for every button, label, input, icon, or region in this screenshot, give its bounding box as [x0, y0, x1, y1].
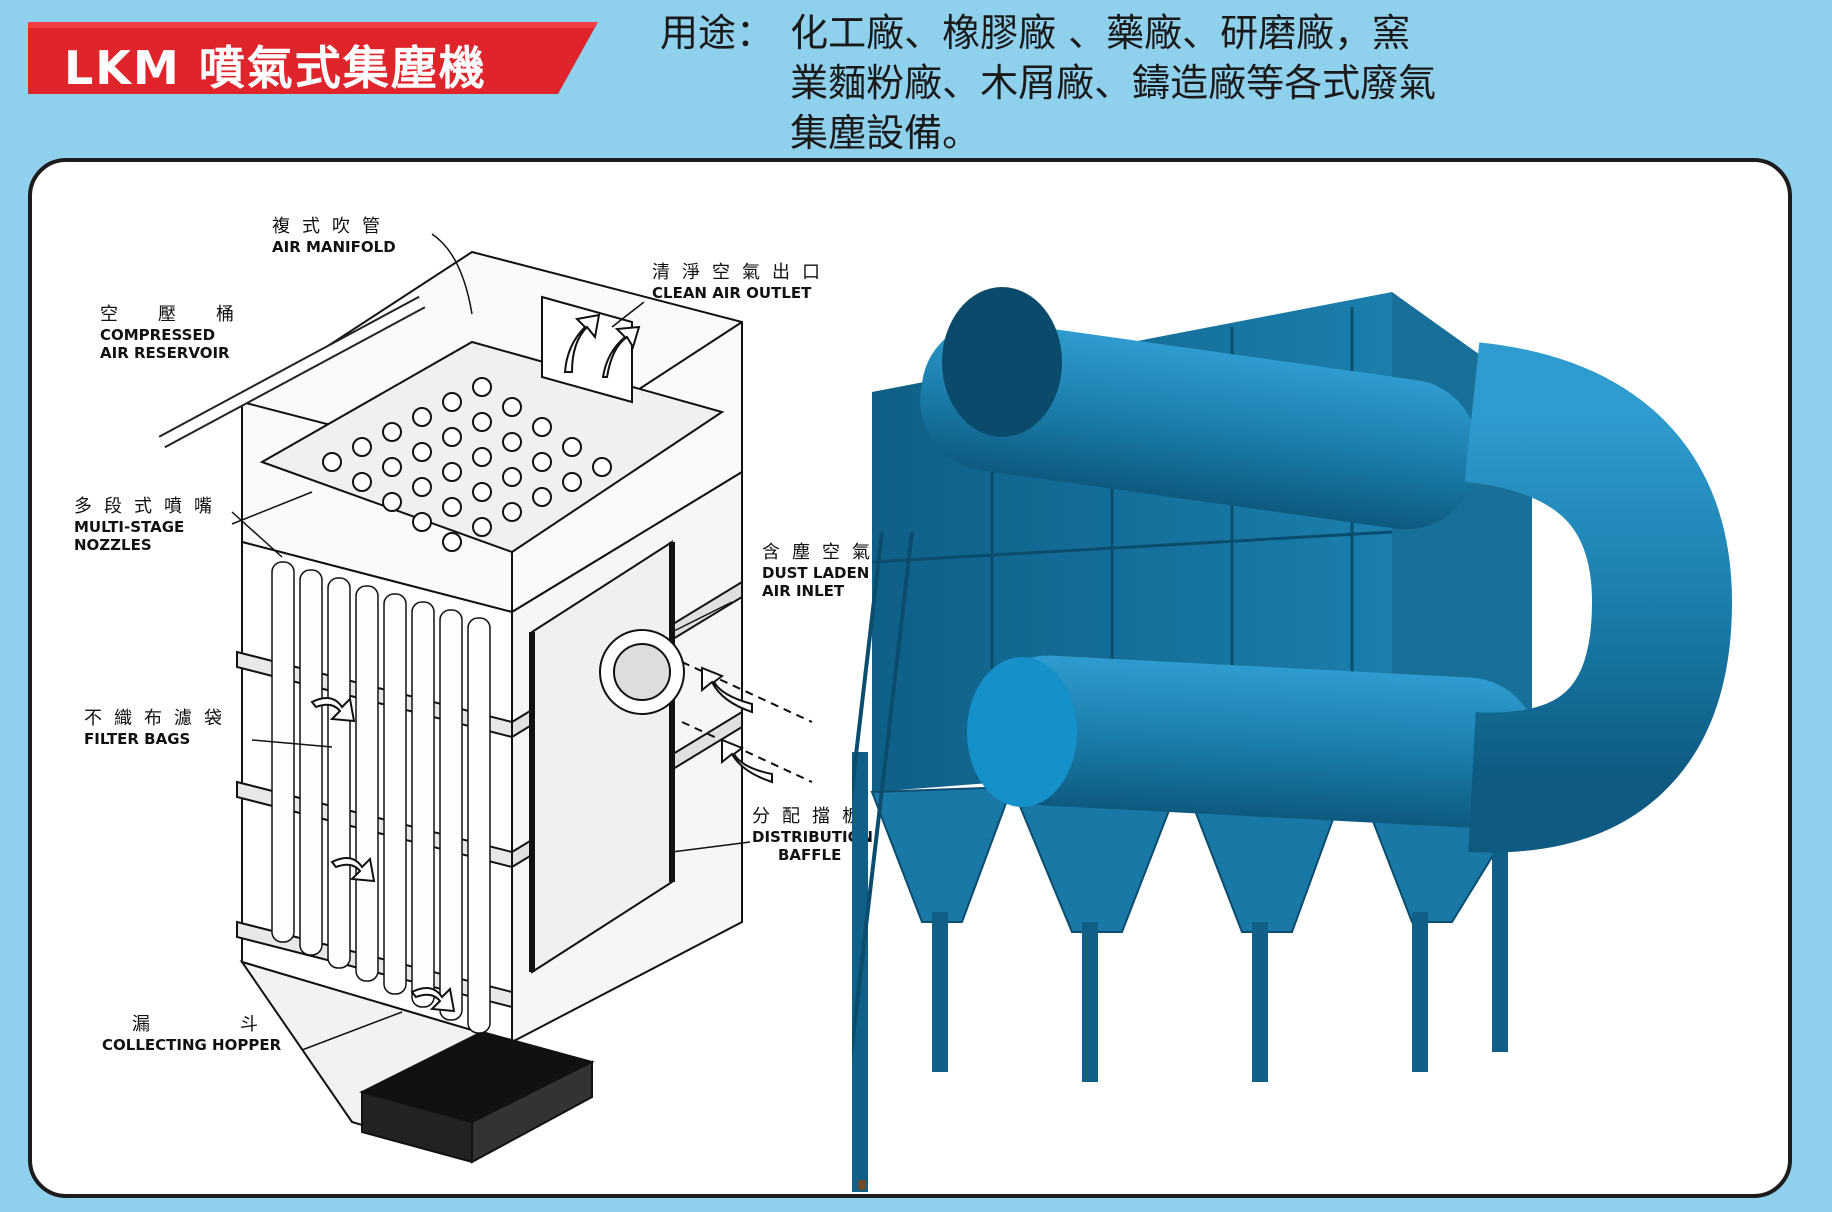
usage-line-2: 業麵粉廠、木屑廠、鑄造廠等各式廢氣 [790, 61, 1437, 105]
usage-line-1: 化工廠、橡膠廠 、藥廠、研磨廠，窯 [790, 11, 1411, 55]
title-banner: LKM 噴氣式集塵機 [28, 22, 598, 95]
banner-shape [28, 22, 598, 94]
usage-line-3: 集塵設備。 [790, 111, 981, 155]
speck-mark [858, 1180, 866, 1190]
label-distribution-baffle: 分配擋板 DISTRIBUTION BAFFLE [752, 806, 873, 864]
page-title: LKM 噴氣式集塵機 [64, 41, 487, 95]
usage-description: 用途： 化工廠、橡膠廠 、藥廠、研磨廠，窯 業麵粉廠、木屑廠、鑄造廠等各式廢氣 … [660, 8, 1810, 158]
dust-collector-photo [852, 287, 1733, 1192]
label-filter-bags: 不織布濾袋 FILTER BAGS [84, 708, 234, 748]
label-collecting-hopper: 漏斗 COLLECTING HOPPER [102, 1014, 348, 1054]
content-panel: 複式吹管 AIR MANIFOLD 清淨空氣出口 CLEAN AIR OUTLE… [28, 158, 1792, 1198]
label-nozzles: 多段式噴嘴 MULTI-STAGE NOZZLES [74, 496, 224, 554]
dust-collector-diagram [158, 233, 813, 1164]
label-clean-air-outlet: 清淨空氣出口 CLEAN AIR OUTLET [652, 262, 832, 302]
label-air-reservoir: 空壓桶 COMPRESSED AIR RESERVOIR [100, 304, 274, 362]
usage-label: 用途： [660, 11, 775, 55]
label-air-manifold: 複式吹管 AIR MANIFOLD [272, 216, 396, 256]
